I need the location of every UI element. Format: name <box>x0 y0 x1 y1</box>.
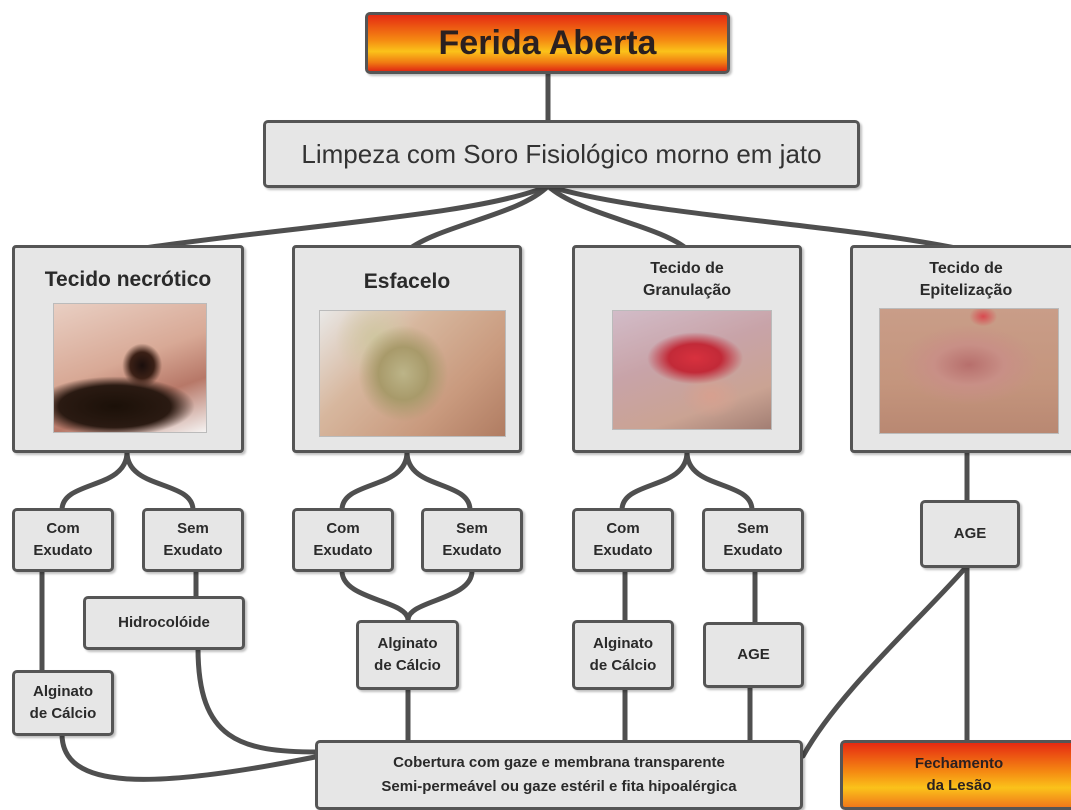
alginate-label: Alginato de Cálcio <box>374 633 441 677</box>
tissue-label: Tecido de Epitelização <box>853 258 1071 302</box>
sem-exudato-label: Sem Exudato <box>442 518 501 562</box>
necrotic-wound-photo <box>53 303 207 433</box>
alginate-label: Alginato de Cálcio <box>30 681 97 725</box>
tissue-box-epithelialization: Tecido de Epitelização <box>850 245 1071 453</box>
age-label: AGE <box>954 523 987 545</box>
alginate-granulation-box: Alginato de Cálcio <box>572 620 674 690</box>
tissue-box-necrotic: Tecido necrótico <box>12 245 244 453</box>
age-label: AGE <box>737 644 770 666</box>
closure-box: Fechamento da Lesão <box>840 740 1071 810</box>
com-exudato-necrotic: Com Exudato <box>12 508 114 572</box>
epithelialization-wound-photo <box>879 308 1059 434</box>
cleaning-box: Limpeza com Soro Fisiológico morno em ja… <box>263 120 860 188</box>
com-exudato-label: Com Exudato <box>593 518 652 562</box>
granulation-wound-photo <box>612 310 772 430</box>
covering-box: Cobertura com gaze e membrana transparen… <box>315 740 803 810</box>
tissue-box-slough: Esfacelo <box>292 245 522 453</box>
cleaning-text: Limpeza com Soro Fisiológico morno em ja… <box>301 139 821 170</box>
hydrocolloid-label: Hidrocolóide <box>118 612 210 634</box>
slough-wound-photo <box>319 310 506 437</box>
sem-exudato-label: Sem Exudato <box>723 518 782 562</box>
tissue-label: Tecido necrótico <box>15 268 241 292</box>
com-exudato-slough: Com Exudato <box>292 508 394 572</box>
com-exudato-label: Com Exudato <box>33 518 92 562</box>
alginate-label: Alginato de Cálcio <box>590 633 657 677</box>
alginate-necrotic-box: Alginato de Cálcio <box>12 670 114 736</box>
sem-exudato-granulation: Sem Exudato <box>702 508 804 572</box>
com-exudato-label: Com Exudato <box>313 518 372 562</box>
tissue-label: Esfacelo <box>295 270 519 294</box>
tissue-box-granulation: Tecido de Granulação <box>572 245 802 453</box>
title-text: Ferida Aberta <box>439 24 657 63</box>
hydrocolloid-box: Hidrocolóide <box>83 596 245 650</box>
sem-exudato-slough: Sem Exudato <box>421 508 523 572</box>
alginate-slough-box: Alginato de Cálcio <box>356 620 459 690</box>
covering-text: Cobertura com gaze e membrana transparen… <box>381 751 736 799</box>
tissue-label: Tecido de Granulação <box>575 258 799 302</box>
age-epithelialization: AGE <box>920 500 1020 568</box>
sem-exudato-label: Sem Exudato <box>163 518 222 562</box>
title-box: Ferida Aberta <box>365 12 730 74</box>
age-granulation-box: AGE <box>703 622 804 688</box>
com-exudato-granulation: Com Exudato <box>572 508 674 572</box>
closure-text: Fechamento da Lesão <box>915 753 1003 797</box>
sem-exudato-necrotic: Sem Exudato <box>142 508 244 572</box>
